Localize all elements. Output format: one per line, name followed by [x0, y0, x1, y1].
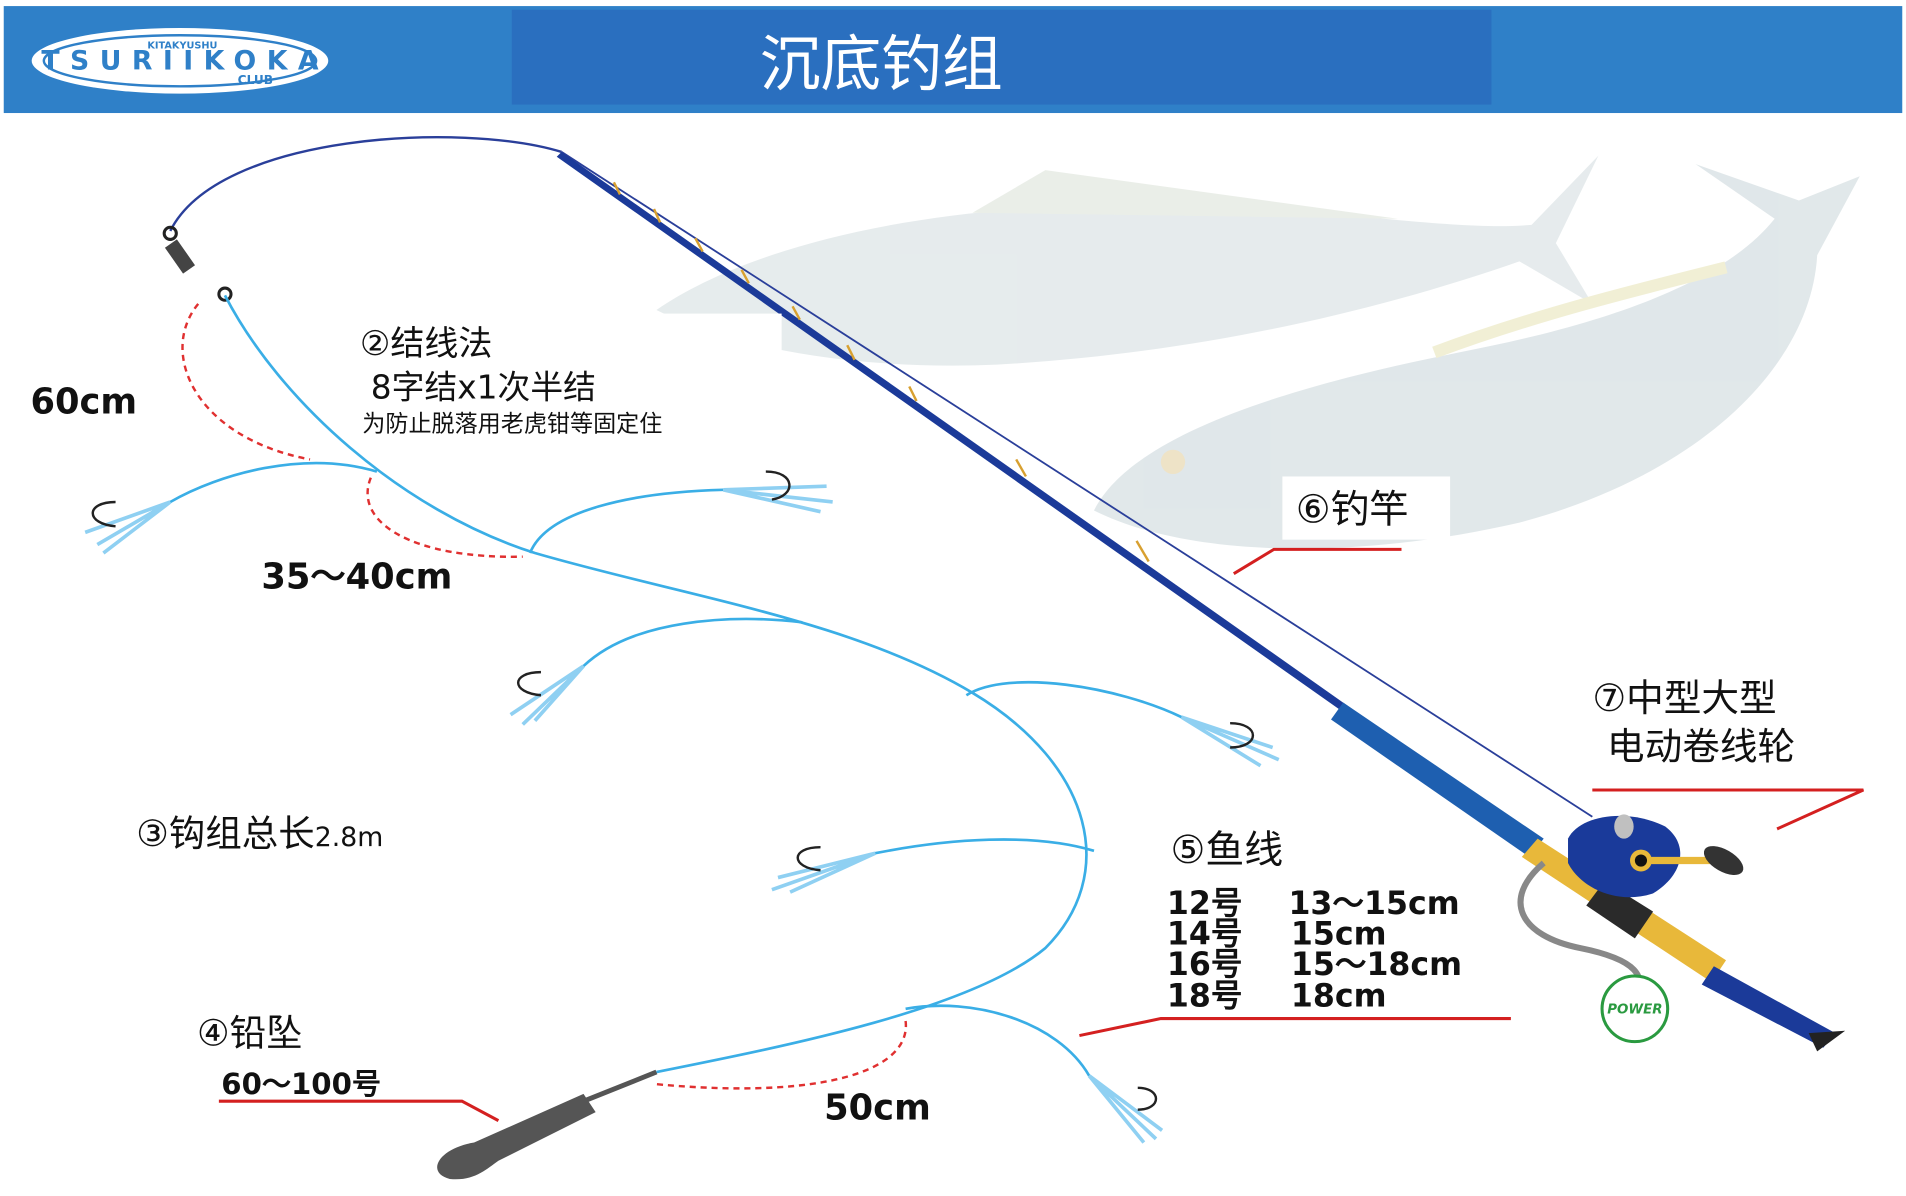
knot-label-bg	[352, 313, 782, 436]
reel-subtitle: 电动卷线轮	[1607, 725, 1795, 769]
measure-50cm: 50cm	[824, 1087, 931, 1128]
club-logo: KITAKYUSHU TSURIIKOKA CLUB	[31, 27, 329, 94]
svg-text:18号: 18号	[1167, 978, 1243, 1014]
svg-text:16号: 16号	[1167, 947, 1243, 983]
svg-text:14号: 14号	[1167, 916, 1243, 952]
reel-title: ⑦中型大型	[1592, 676, 1776, 720]
sinker-size: 60～100号	[221, 1067, 381, 1101]
knot-note: 为防止脱落用老虎钳等固定住	[362, 411, 662, 437]
fishing-rod	[556, 151, 1846, 1052]
knot-method: 8字结x1次半结	[371, 369, 596, 407]
hooks	[84, 470, 1280, 1144]
measure-35-40cm: 35～40cm	[261, 556, 452, 597]
rod-title: ⑥钓竿	[1296, 488, 1409, 533]
svg-text:15～18cm: 15～18cm	[1291, 947, 1462, 983]
main-line	[169, 136, 562, 232]
leader-line	[169, 294, 1183, 1077]
svg-text:13～15cm: 13～15cm	[1288, 886, 1459, 922]
line-title: ⑤鱼线	[1171, 828, 1284, 873]
svg-text:KITAKYUSHU: KITAKYUSHU	[147, 41, 217, 52]
svg-text:12号: 12号	[1167, 886, 1243, 922]
pointer-lines	[218, 547, 1864, 1122]
sinker	[437, 1069, 658, 1180]
svg-text:POWER: POWER	[1607, 1003, 1662, 1018]
measurement-arcs	[181, 303, 907, 1090]
sinker-title: ④铅坠	[197, 1011, 303, 1054]
title-box	[511, 9, 1492, 105]
page-title: 沉底钓组	[760, 30, 1003, 100]
knot-title: ②结线法	[360, 324, 493, 364]
power-badge: POWER	[1600, 974, 1670, 1044]
line-table: 12号 13～15cm 14号 15cm 16号 15～18cm 18号 18cm	[1167, 886, 1462, 1014]
total-length-label: ③钩组总长2.8m	[136, 812, 383, 855]
measure-60cm: 60cm	[30, 381, 137, 422]
svg-text:15cm: 15cm	[1291, 916, 1387, 952]
swivel-top	[162, 225, 233, 302]
svg-text:18cm: 18cm	[1291, 978, 1387, 1014]
rod-label-bg	[1282, 476, 1451, 540]
fish-illustration	[656, 155, 1860, 549]
svg-text:CLUB: CLUB	[238, 73, 273, 87]
